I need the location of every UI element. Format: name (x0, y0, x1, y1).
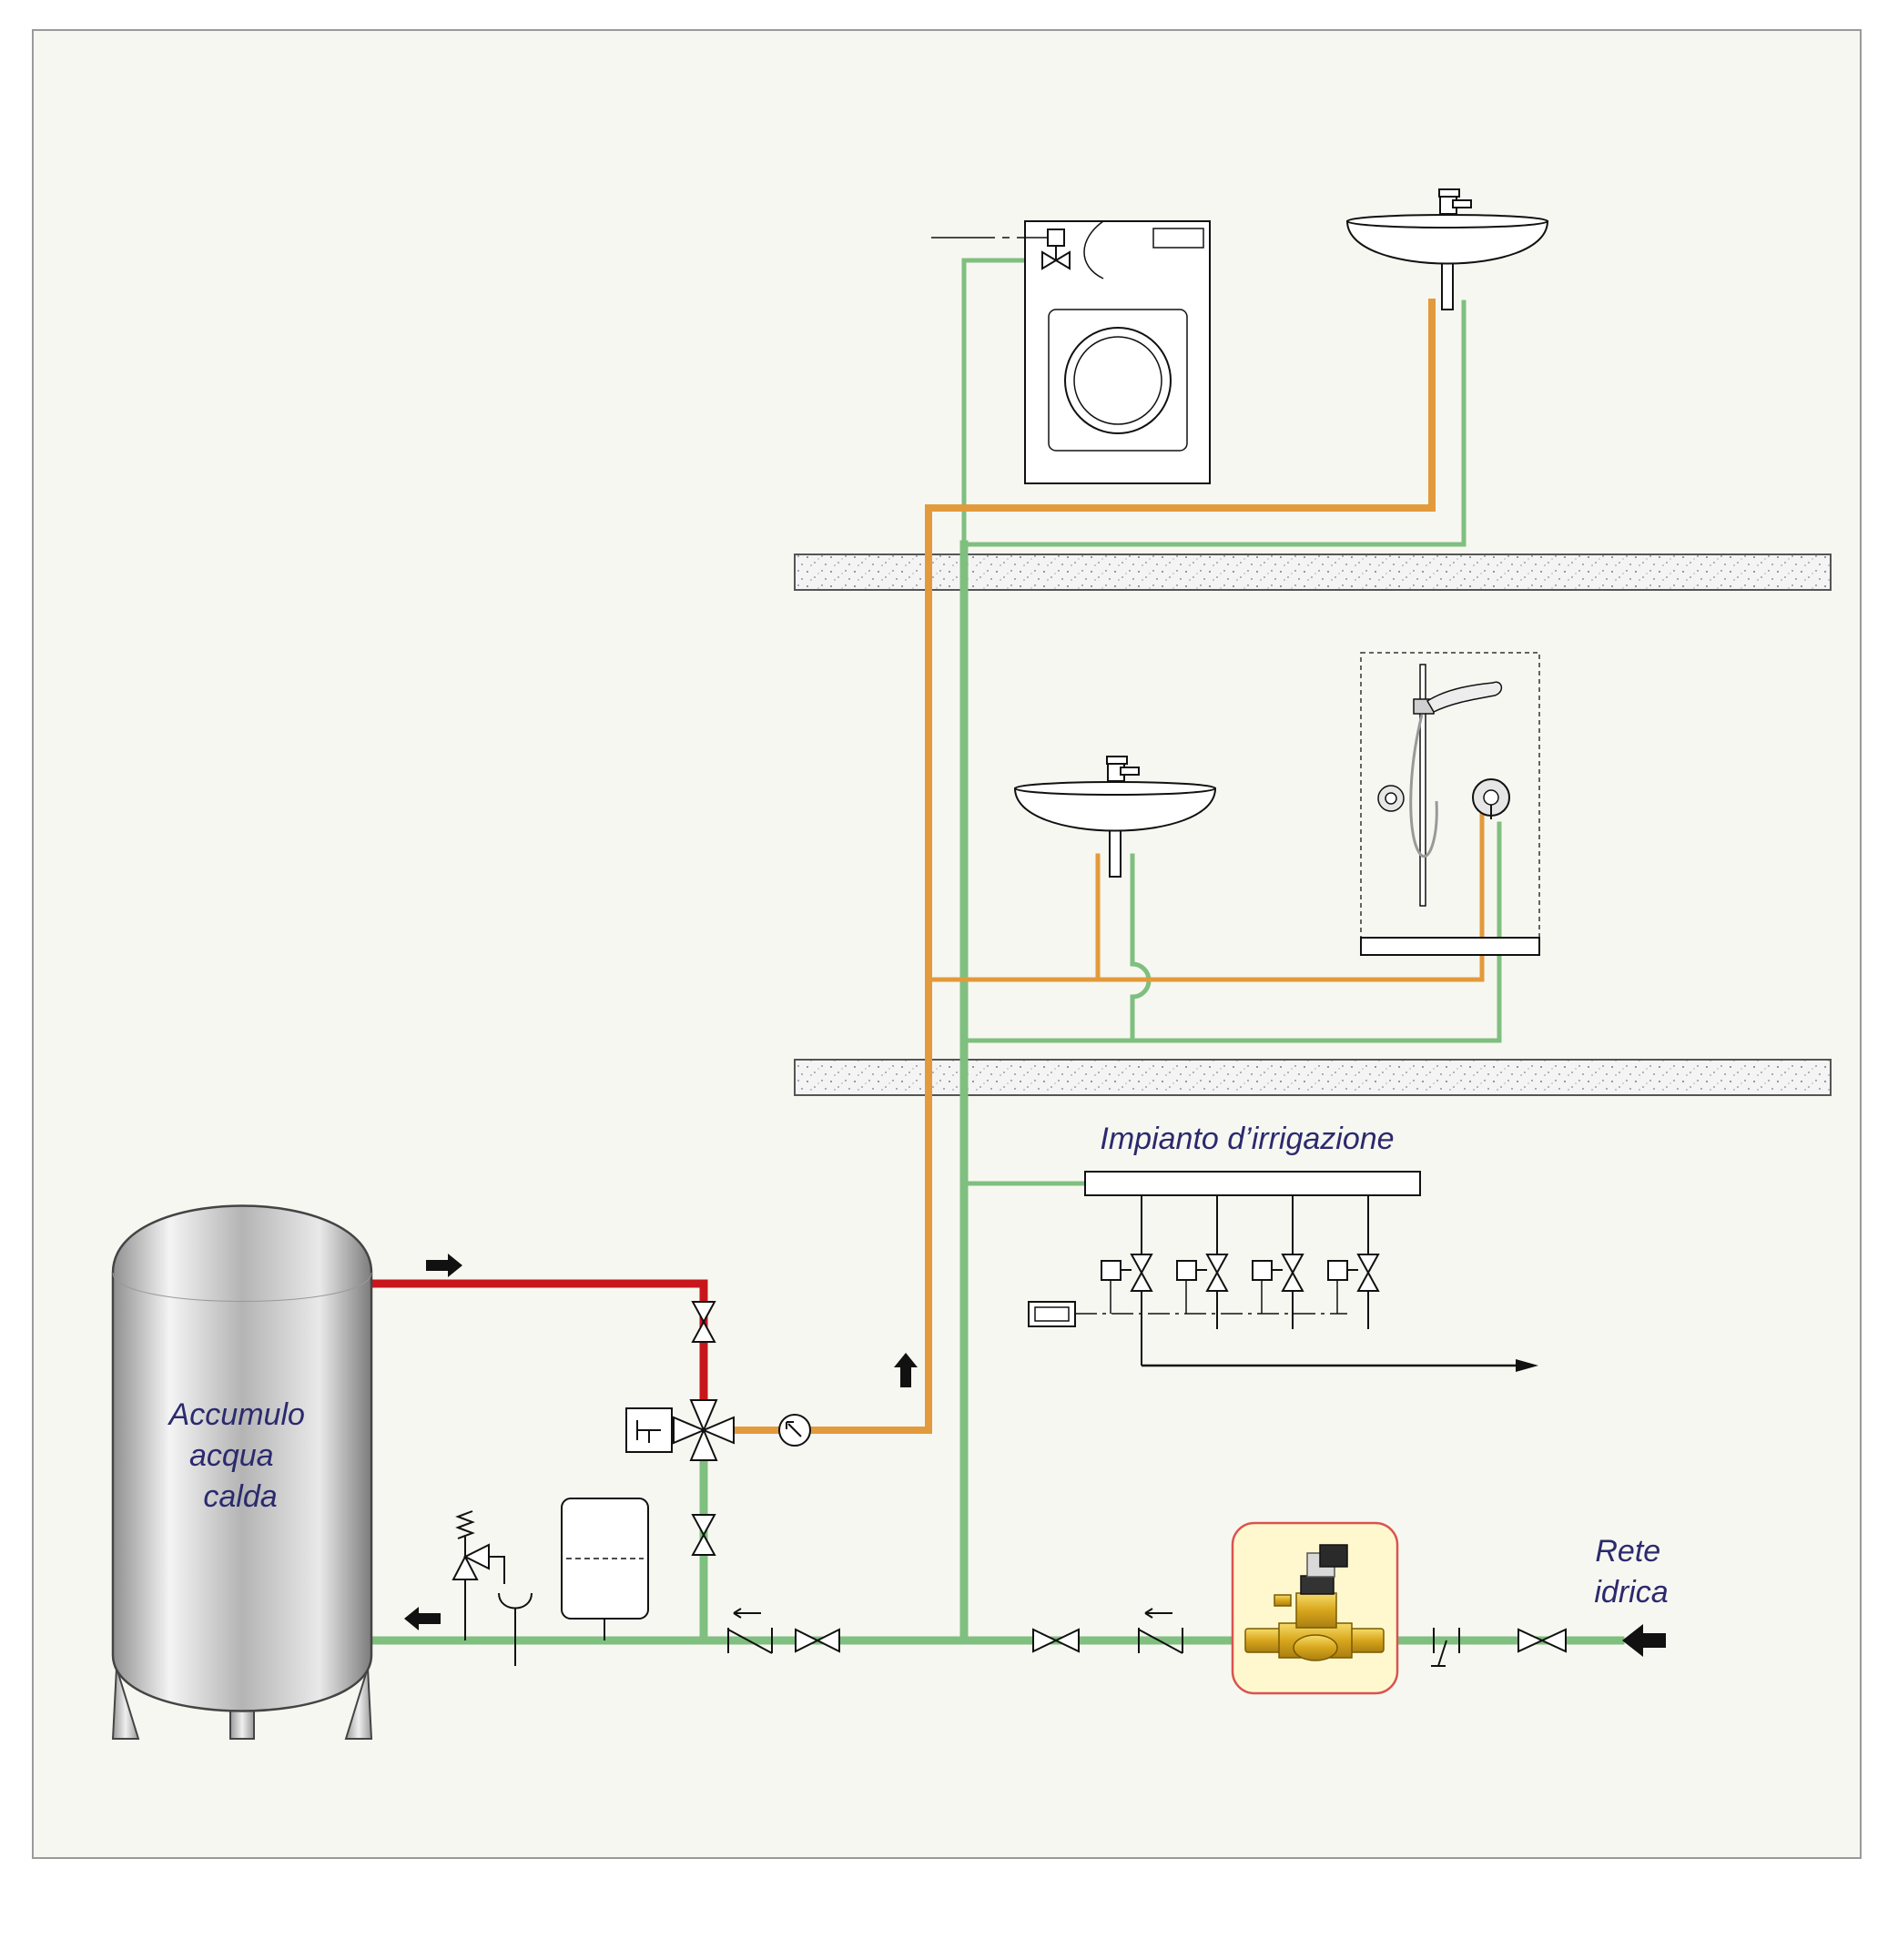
irrigation-controller-icon (1028, 1301, 1076, 1327)
mains-label: Rete idrica (1594, 1534, 1669, 1610)
shower-icon (1360, 652, 1540, 956)
pressure-reducer-icon (1244, 1544, 1385, 1661)
primary-hot-pipe (369, 1279, 708, 1421)
strainer-icon (1431, 1628, 1460, 1667)
safety-valve-icon (452, 1510, 505, 1640)
flow-arrow-icon (1622, 1624, 1666, 1657)
expansion-vessel-icon (561, 1498, 649, 1640)
drain-funnel-icon (498, 1592, 533, 1666)
washing-machine-icon (1024, 220, 1211, 484)
flow-arrow-icon (894, 1353, 918, 1387)
gate-valve-icon (1517, 1628, 1567, 1653)
flow-arrow-icon (1516, 1359, 1538, 1372)
check-valve-icon (1138, 1608, 1183, 1654)
irrigation-manifold (1084, 1171, 1421, 1196)
cold-water-pipes (369, 258, 1625, 1645)
irrigation-control-wires (1075, 1280, 1347, 1315)
storage-tank-icon (111, 1204, 373, 1740)
solenoid-valve-icon (1041, 228, 1071, 270)
hot-water-pipes (722, 299, 1485, 1434)
check-valve-icon (727, 1608, 773, 1654)
thermometer-icon (778, 1414, 811, 1447)
gate-valve-icon (1032, 1628, 1080, 1653)
gate-valve-icon (691, 1301, 716, 1343)
solenoid-valve-icon (1327, 1254, 1380, 1292)
solenoid-valve-icon (1176, 1254, 1229, 1292)
floor-slab-lower (794, 1059, 1832, 1096)
flow-arrow-icon (404, 1607, 441, 1630)
irrigation-label: Impianto d’irrigazione (1100, 1122, 1394, 1156)
washbasin-icon (1345, 188, 1549, 310)
floor-slab-upper (794, 553, 1832, 591)
washbasin-icon (1013, 756, 1217, 878)
flow-arrow-icon (426, 1254, 462, 1277)
solenoid-valve-icon (1101, 1254, 1153, 1292)
thermostatic-actuator-icon (625, 1407, 674, 1453)
gate-valve-icon (691, 1514, 716, 1556)
gate-valve-icon (795, 1628, 840, 1653)
tank-label: Accumulo acqua calda (167, 1397, 314, 1514)
